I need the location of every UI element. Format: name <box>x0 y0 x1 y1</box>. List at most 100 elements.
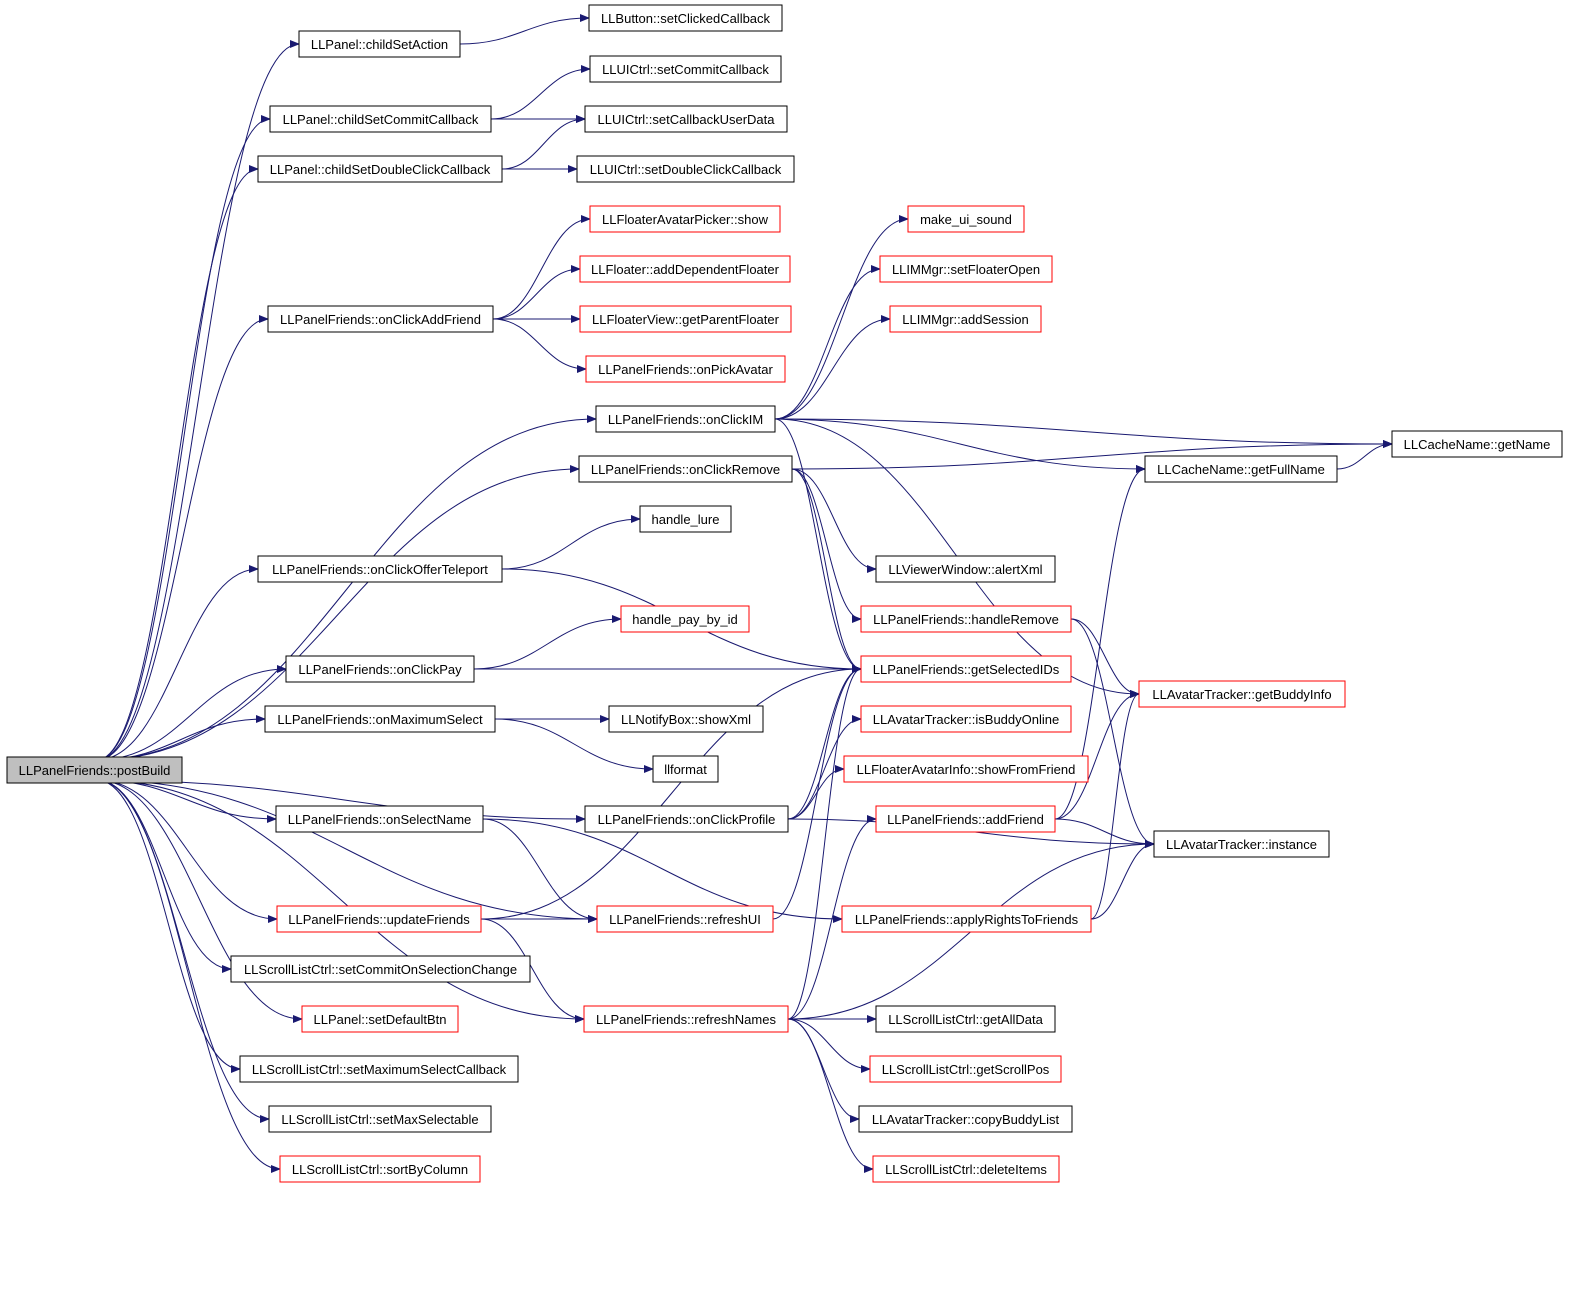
function-node-getParentFloater[interactable]: LLFloaterView::getParentFloater <box>579 305 792 333</box>
function-node-avatarPickerShow[interactable]: LLFloaterAvatarPicker::show <box>589 205 781 233</box>
function-node-childSetCommitCallback[interactable]: LLPanel::childSetCommitCallback <box>269 105 492 133</box>
call-edge-applyRightsToFriends-to-instance <box>1090 840 1155 920</box>
function-node-label: LLPanelFriends::onClickRemove <box>591 462 780 477</box>
function-node-onClickOfferTeleport[interactable]: LLPanelFriends::onClickOfferTeleport <box>257 555 503 583</box>
function-node-applyRightsToFriends[interactable]: LLPanelFriends::applyRightsToFriends <box>841 905 1092 933</box>
function-node-label: LLPanelFriends::handleRemove <box>873 612 1059 627</box>
call-edge-onClickAddFriend-to-avatarPickerShow <box>492 215 591 320</box>
function-node-onMaximumSelect[interactable]: LLPanelFriends::onMaximumSelect <box>264 705 496 733</box>
function-node-box <box>257 555 503 583</box>
function-node-setMaximumSelectCallback[interactable]: LLScrollListCtrl::setMaximumSelectCallba… <box>239 1055 519 1083</box>
function-node-onClickPay[interactable]: LLPanelFriends::onClickPay <box>285 655 475 683</box>
function-node-box <box>1138 680 1346 708</box>
function-node-label: LLPanelFriends::onPickAvatar <box>598 362 773 377</box>
call-edge-postBuild-to-onClickPay <box>96 665 287 761</box>
function-node-setCallbackUserData[interactable]: LLUICtrl::setCallbackUserData <box>584 105 788 133</box>
call-edge-childSetAction-to-setClickedCallback <box>459 14 590 45</box>
function-node-showFromFriend[interactable]: LLFloaterAvatarInfo::showFromFriend <box>843 755 1089 783</box>
function-node-box <box>579 305 792 333</box>
function-node-addFriend[interactable]: LLPanelFriends::addFriend <box>875 805 1056 833</box>
call-edge-postBuild-to-updateFriends <box>96 779 278 923</box>
function-node-label: LLAvatarTracker::getBuddyInfo <box>1152 687 1331 702</box>
call-edge-onClickRemove-to-getName <box>791 440 1393 470</box>
function-node-label: LLPanelFriends::onSelectName <box>288 812 472 827</box>
function-node-getAllData[interactable]: LLScrollListCtrl::getAllData <box>875 1005 1056 1033</box>
call-edge-onClickIM-to-makeUiSound <box>774 215 909 420</box>
function-node-box <box>875 805 1056 833</box>
call-edge-handleRemove-to-getBuddyInfo <box>1070 618 1140 698</box>
function-node-setMaxSelectable[interactable]: LLScrollListCtrl::setMaxSelectable <box>268 1105 492 1133</box>
function-node-setCommitOnSelectionChange[interactable]: LLScrollListCtrl::setCommitOnSelectionCh… <box>230 955 531 983</box>
function-node-box <box>841 905 1092 933</box>
function-node-addDependentFloater[interactable]: LLFloater::addDependentFloater <box>579 255 791 283</box>
function-node-onPickAvatar[interactable]: LLPanelFriends::onPickAvatar <box>585 355 786 383</box>
function-node-onSelectName[interactable]: LLPanelFriends::onSelectName <box>275 805 484 833</box>
call-edge-addFriend-to-getBuddyInfo <box>1054 690 1140 820</box>
call-edge-postBuild-to-refreshNames <box>96 779 585 1023</box>
call-edge-refreshNames-to-addFriend <box>787 815 877 1020</box>
function-node-setDefaultBtn[interactable]: LLPanel::setDefaultBtn <box>301 1005 459 1033</box>
call-edge-onClickOfferTeleport-to-handleLure <box>501 515 641 570</box>
function-node-getName[interactable]: LLCacheName::getName <box>1391 430 1563 458</box>
node-layer: LLPanelFriends::postBuild LLPanel::childS… <box>6 4 1563 1183</box>
call-edge-postBuild-to-childSetCommitCallback <box>96 115 271 761</box>
function-node-handlePayById[interactable]: handle_pay_by_id <box>620 605 750 633</box>
function-node-box <box>6 756 183 784</box>
function-node-box <box>589 55 782 83</box>
function-node-onClickProfile[interactable]: LLPanelFriends::onClickProfile <box>584 805 789 833</box>
function-node-alertXml[interactable]: LLViewerWindow::alertXml <box>875 555 1056 583</box>
function-node-getSelectedIDs[interactable]: LLPanelFriends::getSelectedIDs <box>860 655 1072 683</box>
call-edge-postBuild-to-sortByColumn <box>96 779 281 1173</box>
function-node-label: LLFloaterAvatarInfo::showFromFriend <box>857 762 1076 777</box>
function-node-label: LLPanelFriends::onClickOfferTeleport <box>272 562 488 577</box>
function-node-getFullName[interactable]: LLCacheName::getFullName <box>1144 455 1338 483</box>
function-node-setDoubleClickCallback[interactable]: LLUICtrl::setDoubleClickCallback <box>576 155 795 183</box>
call-edge-childSetCommitCallback-to-setCommitCallback <box>490 65 591 120</box>
function-node-copyBuddyList[interactable]: LLAvatarTracker::copyBuddyList <box>858 1105 1073 1133</box>
function-node-instance[interactable]: LLAvatarTracker::instance <box>1153 830 1330 858</box>
call-edge-onClickIM-to-setFloaterOpen <box>774 265 881 420</box>
call-edge-postBuild-to-childSetDoubleClickCallback <box>96 165 259 761</box>
function-node-box <box>1391 430 1563 458</box>
function-node-box <box>267 305 494 333</box>
function-node-box <box>595 405 776 433</box>
function-node-onClickAddFriend[interactable]: LLPanelFriends::onClickAddFriend <box>267 305 494 333</box>
function-node-label: LLPanelFriends::getSelectedIDs <box>873 662 1060 677</box>
call-edge-postBuild-to-setMaximumSelectCallback <box>96 779 241 1073</box>
function-node-box <box>608 705 764 733</box>
call-edge-refreshNames-to-getScrollPos <box>787 1018 871 1073</box>
function-node-box <box>588 4 783 32</box>
function-node-childSetAction[interactable]: LLPanel::childSetAction <box>298 30 461 58</box>
function-node-handleLure[interactable]: handle_lure <box>639 505 732 533</box>
function-node-box <box>576 155 795 183</box>
function-node-refreshNames[interactable]: LLPanelFriends::refreshNames <box>583 1005 789 1033</box>
function-node-label: llformat <box>664 762 707 777</box>
function-node-isBuddyOnline[interactable]: LLAvatarTracker::isBuddyOnline <box>860 705 1072 733</box>
function-node-refreshUI[interactable]: LLPanelFriends::refreshUI <box>596 905 774 933</box>
function-node-llformat[interactable]: llformat <box>652 755 719 783</box>
function-node-setCommitCallback[interactable]: LLUICtrl::setCommitCallback <box>589 55 782 83</box>
function-node-box <box>584 805 789 833</box>
function-node-onClickIM[interactable]: LLPanelFriends::onClickIM <box>595 405 776 433</box>
function-node-box <box>279 1155 481 1183</box>
function-node-box <box>1144 455 1338 483</box>
function-node-postBuild[interactable]: LLPanelFriends::postBuild <box>6 756 183 784</box>
function-node-sortByColumn[interactable]: LLScrollListCtrl::sortByColumn <box>279 1155 481 1183</box>
function-node-addSession[interactable]: LLIMMgr::addSession <box>889 305 1042 333</box>
function-node-label: LLUICtrl::setDoubleClickCallback <box>590 162 782 177</box>
function-node-setClickedCallback[interactable]: LLButton::setClickedCallback <box>588 4 783 32</box>
call-edge-handleRemove-to-instance <box>1070 618 1155 848</box>
function-node-makeUiSound[interactable]: make_ui_sound <box>907 205 1025 233</box>
function-node-handleRemove[interactable]: LLPanelFriends::handleRemove <box>860 605 1072 633</box>
function-node-updateFriends[interactable]: LLPanelFriends::updateFriends <box>276 905 482 933</box>
function-node-box <box>869 1055 1062 1083</box>
function-node-label: LLNotifyBox::showXml <box>621 712 751 727</box>
function-node-box <box>652 755 719 783</box>
function-node-onClickRemove[interactable]: LLPanelFriends::onClickRemove <box>578 455 793 483</box>
function-node-getScrollPos[interactable]: LLScrollListCtrl::getScrollPos <box>869 1055 1062 1083</box>
function-node-childSetDoubleClickCallback[interactable]: LLPanel::childSetDoubleClickCallback <box>257 155 503 183</box>
function-node-getBuddyInfo[interactable]: LLAvatarTracker::getBuddyInfo <box>1138 680 1346 708</box>
function-node-setFloaterOpen[interactable]: LLIMMgr::setFloaterOpen <box>879 255 1053 283</box>
function-node-showXml[interactable]: LLNotifyBox::showXml <box>608 705 764 733</box>
function-node-deleteItems[interactable]: LLScrollListCtrl::deleteItems <box>872 1155 1060 1183</box>
